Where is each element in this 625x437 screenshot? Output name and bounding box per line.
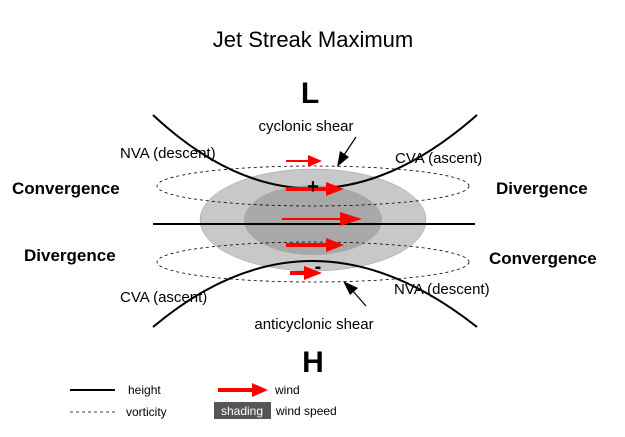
upper-right-region-label: Divergence — [496, 179, 588, 198]
cyclonic-shear-label: cyclonic shear — [258, 118, 353, 135]
upper-vorticity-contour — [156, 165, 470, 207]
positive-vorticity-sign: + — [307, 176, 319, 198]
legend-shading-label: shading — [221, 404, 263, 418]
legend-vorticity-label: vorticity — [126, 405, 167, 419]
lower-right-advection-label: NVA (descent) — [394, 281, 490, 298]
anticyclonic-shear-label: anticyclonic shear — [254, 316, 373, 333]
diagram-title: Jet Streak Maximum — [213, 27, 414, 52]
cyclonic-shear-pointer — [337, 136, 357, 167]
wind-arrows — [282, 155, 362, 280]
wind-arrow — [286, 182, 344, 196]
legend-height-label: height — [128, 383, 161, 397]
lower-right-region-label: Convergence — [489, 249, 597, 268]
lower-vorticity-contour — [156, 241, 470, 283]
wind-arrow — [290, 266, 322, 280]
legend: height vorticity wind shading wind speed — [70, 383, 337, 419]
legend-shading-swatch — [214, 402, 271, 419]
legend-wind-speed-label: wind speed — [275, 404, 337, 418]
negative-vorticity-sign: - — [315, 256, 322, 278]
wind-arrow — [286, 155, 322, 167]
lower-left-advection-label: CVA (ascent) — [120, 289, 207, 306]
lower-left-region-label: Divergence — [24, 246, 116, 265]
high-pressure-label: H — [302, 346, 324, 379]
anticyclonic-shear-pointer — [343, 281, 367, 307]
wind-arrow — [282, 212, 362, 226]
legend-wind-label: wind — [274, 383, 300, 397]
upper-left-advection-label: NVA (descent) — [120, 145, 216, 162]
upper-right-advection-label: CVA (ascent) — [395, 150, 482, 167]
upper-left-region-label: Convergence — [12, 179, 120, 198]
lower-height-contour — [152, 260, 478, 328]
wind-arrow — [286, 238, 344, 252]
low-pressure-label: L — [301, 77, 319, 110]
legend-wind-swatch — [218, 383, 268, 397]
